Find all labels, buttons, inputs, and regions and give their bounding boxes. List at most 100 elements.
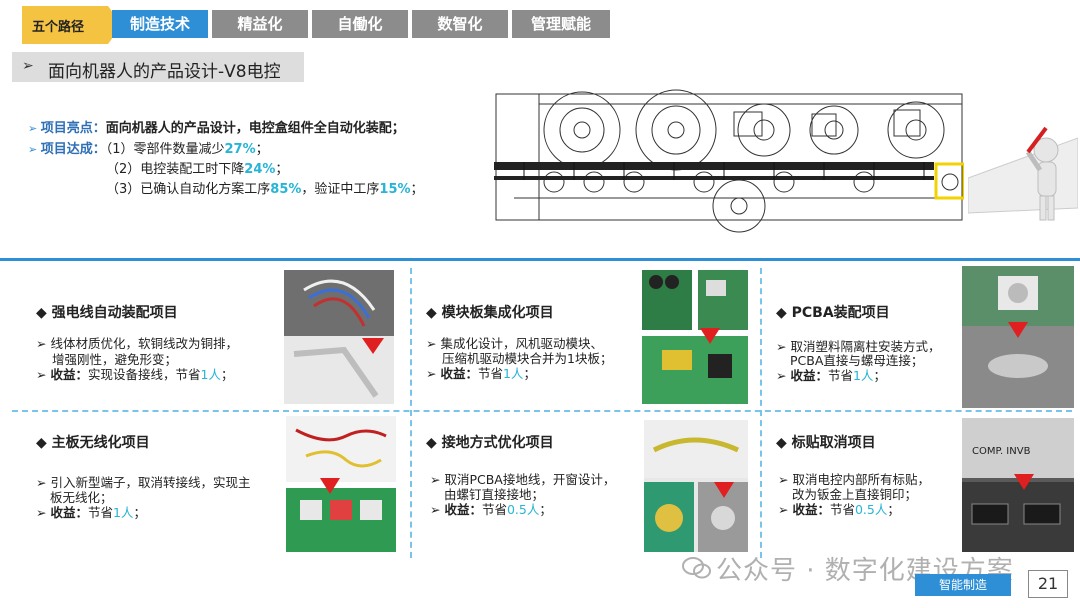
down-arrow-icon	[1014, 474, 1034, 490]
card-gain: ➢ 收益：实现设备接线，节省1人；	[36, 367, 234, 382]
arrow-bullet-icon: ➢	[28, 143, 41, 156]
card-line: ➢ 集成化设计，风机驱动模块、	[426, 336, 603, 351]
arrow-bullet-icon: ➢	[426, 366, 441, 381]
section-title: 面向机器人的产品设计-V8电控	[48, 62, 281, 82]
cable-photo	[284, 270, 394, 404]
card-line: 压缩机驱动模块合并为1块板；	[442, 351, 613, 366]
card-line: ➢ 取消电控内部所有标贴，	[778, 472, 930, 487]
result-text: （1）零部件数量减少	[105, 142, 225, 157]
result-row-2: （2）电控装配工时下降24%；	[106, 158, 288, 177]
card-gain: ➢ 收益：节省0.5人；	[430, 502, 552, 517]
tab-path-label: 五个路径	[32, 20, 85, 35]
section-header: ➢ 面向机器人的产品设计-V8电控	[12, 52, 304, 82]
grounding-illustration	[644, 420, 748, 552]
arrow-bullet-icon: ➢	[36, 475, 51, 490]
tab-lean[interactable]: 精益化	[212, 10, 308, 38]
result-row-1: ➢ 项目达成：（1）零部件数量减少27%；	[28, 138, 269, 157]
card-gain: ➢ 收益：节省1人；	[776, 368, 886, 383]
arrow-bullet-icon: ➢	[778, 472, 793, 487]
arrow-bullet-icon: ➢	[28, 122, 41, 135]
arrow-bullet-icon: ➢	[430, 472, 445, 487]
card-title: ◆ 主板无线化项目	[36, 435, 150, 451]
diamond-bullet-icon: ◆	[776, 305, 792, 321]
tab-digital-intelligence[interactable]: 数智化	[412, 10, 508, 38]
card-line: ➢ 线体材质优化，软铜线改为铜排，	[36, 336, 238, 351]
diamond-bullet-icon: ◆	[776, 435, 792, 451]
card-gain: ➢ 收益：节省0.5人；	[778, 502, 900, 517]
arrow-bullet-icon: ➢	[22, 58, 34, 74]
result-suffix: ；	[275, 162, 289, 177]
card-gain: ➢ 收益：节省1人；	[426, 366, 536, 381]
card-title: ◆ 接地方式优化项目	[426, 435, 554, 451]
result-text: （3）已确认自动化方案工序	[106, 182, 271, 197]
page-number: 21	[1028, 570, 1068, 598]
down-arrow-icon	[320, 478, 340, 494]
arrow-bullet-icon: ➢	[430, 502, 445, 517]
result-suffix: ；	[410, 182, 424, 197]
card-line: 板无线化；	[50, 490, 113, 505]
grid-divider	[410, 268, 412, 558]
result-value: 24%	[244, 162, 276, 177]
diamond-bullet-icon: ◆	[426, 305, 442, 321]
label-removal-photo: COMP. INVB	[962, 418, 1074, 552]
card-line: 由螺钉直接接地；	[444, 487, 545, 502]
arrow-bullet-icon: ➢	[36, 336, 51, 351]
grounding-photo	[644, 420, 748, 552]
grid-divider	[760, 268, 762, 558]
result-value: 85%	[270, 182, 302, 197]
terminal-photo	[286, 416, 396, 552]
down-arrow-icon	[714, 482, 734, 498]
tab-jidoka[interactable]: 自働化	[312, 10, 408, 38]
section-divider	[0, 258, 1080, 261]
card-line: 改为钣金上直接铜印；	[792, 487, 918, 502]
result-value: 27%	[224, 142, 256, 157]
cable-illustration	[284, 270, 394, 404]
label-removal-illustration: COMP. INVB	[962, 418, 1074, 552]
pcba-mount-illustration	[962, 266, 1074, 408]
card-title: ◆ 模块板集成化项目	[426, 305, 554, 321]
diamond-bullet-icon: ◆	[36, 435, 52, 451]
arrow-bullet-icon: ➢	[36, 367, 51, 382]
footer-brand: 智能制造	[915, 574, 1011, 596]
arrow-bullet-icon: ➢	[776, 339, 791, 354]
assembly-line-drawing	[494, 86, 964, 236]
card-line: 增强刚性，避免形变；	[52, 352, 178, 367]
arrow-bullet-icon: ➢	[36, 505, 51, 520]
pcb-module-photo	[642, 270, 748, 404]
card-title: ◆ 标贴取消项目	[776, 435, 876, 451]
down-arrow-icon	[1008, 322, 1028, 338]
card-line: ➢ 取消塑料隔离柱安装方式，	[776, 339, 941, 354]
terminal-illustration	[286, 416, 396, 552]
result-text: ，验证中工序	[301, 182, 380, 197]
card-line: PCBA直接与螺母连接；	[790, 353, 924, 368]
arrow-bullet-icon: ➢	[426, 336, 441, 351]
presenter-figure-icon	[968, 126, 1078, 221]
arrow-bullet-icon: ➢	[776, 368, 791, 383]
result-row-3: （3）已确认自动化方案工序85%，验证中工序15%；	[106, 178, 424, 197]
tab-management[interactable]: 管理赋能	[512, 10, 610, 38]
card-title: ◆ PCBA装配项目	[776, 305, 890, 321]
card-line: ➢ 取消PCBA接地线，开窗设计，	[430, 472, 616, 487]
down-arrow-icon	[700, 328, 720, 344]
result-text: （2）电控装配工时下降	[106, 162, 245, 177]
comp-label-text: COMP. INVB	[972, 446, 1031, 457]
tab-manufacturing-tech[interactable]: 制造技术	[112, 10, 208, 38]
down-arrow-icon	[362, 338, 384, 354]
result-value: 15%	[379, 182, 411, 197]
highlight-row: ➢ 项目亮点：面向机器人的产品设计，电控盒组件全自动化装配；	[28, 117, 405, 136]
arrow-bullet-icon: ➢	[778, 502, 793, 517]
pcb-module-illustration	[642, 270, 748, 404]
card-line: ➢ 引入新型端子，取消转接线，实现主	[36, 475, 251, 490]
tab-path[interactable]: 五个路径	[22, 6, 122, 44]
result-label: 项目达成：	[40, 142, 106, 157]
card-gain: ➢ 收益：节省1人；	[36, 505, 146, 520]
highlight-label: 项目亮点：	[40, 121, 106, 136]
grid-divider	[12, 410, 1072, 412]
card-title: ◆ 强电线自动装配项目	[36, 305, 178, 321]
result-suffix: ；	[255, 142, 269, 157]
pcba-mount-photo	[962, 266, 1074, 408]
highlight-text: 面向机器人的产品设计，电控盒组件全自动化装配；	[105, 121, 405, 136]
diamond-bullet-icon: ◆	[426, 435, 442, 451]
diamond-bullet-icon: ◆	[36, 305, 52, 321]
wechat-icon	[682, 557, 711, 579]
